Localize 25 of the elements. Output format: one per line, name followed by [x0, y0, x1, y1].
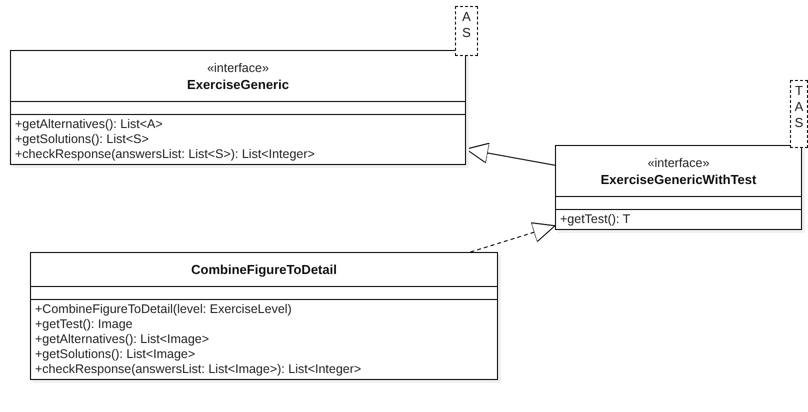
realization-arrow [470, 222, 556, 252]
class-box [555, 145, 802, 230]
method-text: +getSolutions(): List<Image> [35, 347, 196, 362]
type-parameter: S [794, 115, 804, 131]
method-text: +checkResponse(answersList: List<Image>): List<Integer> [35, 362, 362, 377]
class-name: ExerciseGenericWithTest [600, 170, 756, 188]
type-parameter: T [795, 83, 803, 99]
stereotype-text: «interface» [207, 60, 269, 76]
template-parameter-box [790, 80, 808, 148]
template-parameter-box [455, 6, 478, 56]
method-text: +getSolutions(): List<S> [15, 132, 150, 147]
type-parameter: S [462, 25, 471, 41]
method-text: +getAlternatives(): List<A> [15, 117, 164, 132]
method-text: +getTest(): Image [35, 317, 134, 332]
class-name: CombineFigureToDetail [191, 261, 337, 278]
type-parameter: A [462, 9, 471, 25]
method-text: +CombineFigureToDetail(level: ExerciseLevel) [35, 302, 293, 317]
class-box [10, 50, 466, 165]
type-parameter: A [794, 99, 804, 115]
class-name: ExerciseGeneric [187, 76, 289, 92]
method-text: +getTest(): T [560, 212, 632, 227]
method-text: +getAlternatives(): List<Image> [35, 332, 210, 347]
stereotype-text: «interface» [648, 154, 710, 170]
class-box [30, 252, 498, 380]
method-text: +checkResponse(answersList: List<S>): List<Integer> [15, 147, 316, 162]
